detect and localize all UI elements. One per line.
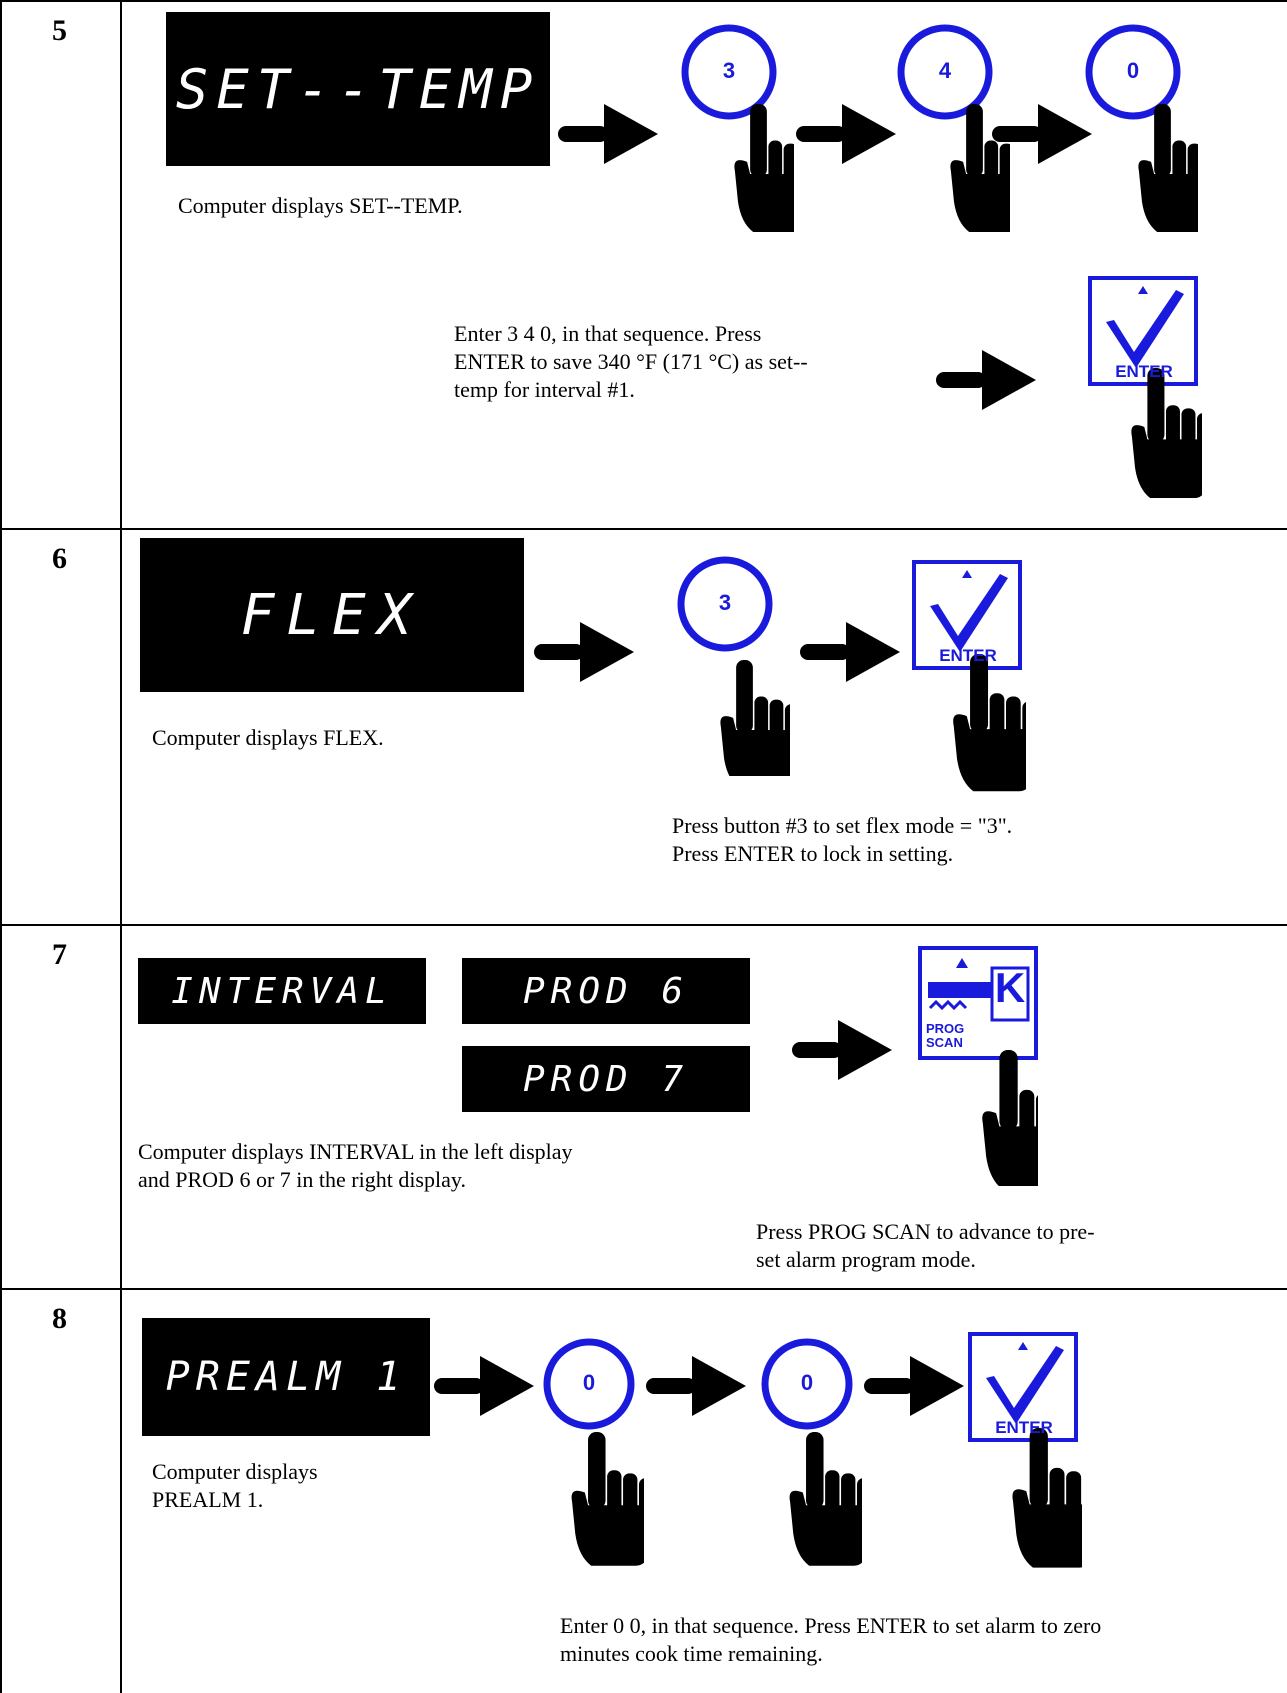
step-instruction: Press PROG SCAN to advance to pre- set a…	[756, 1218, 1236, 1274]
pointing-hand-icon	[720, 660, 790, 776]
arrow-right-icon	[790, 1020, 894, 1080]
prog-scan-label: PROG SCAN	[926, 1022, 964, 1050]
lcd-display-left: INTERVAL	[138, 958, 426, 1024]
step-caption: Computer displays PREALM 1.	[152, 1458, 452, 1514]
step-number: 8	[52, 1302, 67, 1335]
arrow-right-icon	[432, 1356, 536, 1416]
button-label: 4	[938, 58, 952, 83]
button-ring-icon	[543, 1338, 635, 1430]
caption-line: and PROD 6 or 7 in the right display.	[138, 1167, 466, 1192]
instruction-line: set alarm program mode.	[756, 1247, 976, 1272]
key-letter: K	[994, 964, 1026, 1011]
lcd-display-right-bottom: PROD 7	[462, 1046, 750, 1112]
pointing-hand-icon	[1138, 104, 1198, 244]
step-caption: Computer displays FLEX.	[152, 725, 384, 750]
pointing-hand-icon	[1012, 1428, 1082, 1570]
row-divider	[0, 528, 1287, 530]
caption-line: PREALM 1.	[152, 1487, 264, 1512]
enter-label: ENTER	[995, 1418, 1053, 1437]
pointing-hand-icon	[1131, 368, 1202, 498]
step-number: 7	[52, 938, 67, 971]
instruction-line: ENTER to save 340 °F (171 °C) as set--	[454, 349, 808, 374]
instruction-line: Press PROG SCAN to advance to pre-	[756, 1219, 1095, 1244]
prog-scan-button[interactable]: K PROG SCAN	[918, 946, 1038, 1186]
scan-label: SCAN	[926, 1035, 963, 1050]
step-number: 5	[52, 14, 67, 47]
instruction-line: Enter 0 0, in that sequence. Press ENTER…	[560, 1613, 1102, 1638]
instruction-line: Press button #3 to set flex mode = "3".	[672, 813, 1013, 838]
enter-button[interactable]: ENTER	[966, 1330, 1082, 1570]
step-instruction: Enter 3 4 0, in that sequence. Press ENT…	[454, 320, 914, 404]
enter-label: ENTER	[939, 646, 997, 665]
table-left-border	[0, 0, 2, 1693]
enter-button[interactable]: ENTER	[1086, 274, 1202, 498]
instruction-line: Enter 3 4 0, in that sequence. Press	[454, 321, 762, 346]
step-number: 6	[52, 542, 67, 575]
caption-line: Computer displays	[152, 1459, 318, 1484]
caption-line: Computer displays INTERVAL in the left d…	[138, 1139, 573, 1164]
button-label: 0	[582, 1370, 596, 1395]
lcd-display: PREALM 1	[142, 1318, 430, 1436]
table-top-border	[0, 0, 1287, 2]
lcd-display: FLEX	[140, 538, 524, 692]
button-ring-icon	[681, 24, 777, 120]
pointing-hand-icon	[953, 654, 1026, 794]
numeric-button-0[interactable]: 0	[1068, 24, 1198, 244]
pointing-hand-icon	[734, 104, 794, 244]
instruction-line: Press ENTER to lock in setting.	[672, 841, 954, 866]
prog-label: PROG	[926, 1021, 965, 1036]
step-instruction: Enter 0 0, in that sequence. Press ENTER…	[560, 1612, 1260, 1668]
arrow-right-icon	[862, 1356, 966, 1416]
arrow-right-icon	[532, 622, 636, 682]
arrow-right-icon	[644, 1356, 748, 1416]
arrow-right-icon	[934, 350, 1038, 410]
instruction-line: minutes cook time remaining.	[560, 1641, 823, 1666]
numeric-button-0[interactable]: 0	[534, 1336, 644, 1566]
numeric-button-3[interactable]: 3	[664, 24, 794, 244]
lcd-display-right-top: PROD 6	[462, 958, 750, 1024]
prog-scan-key-icon	[918, 946, 1038, 1060]
row-divider	[0, 924, 1287, 926]
button-label: 3	[722, 58, 736, 83]
numeric-button-3[interactable]: 3	[660, 556, 790, 776]
table-column-divider	[120, 0, 122, 1693]
enter-button[interactable]: ENTER	[910, 558, 1026, 794]
pointing-hand-icon	[982, 1050, 1038, 1186]
button-ring-icon	[677, 556, 773, 652]
arrow-right-icon	[798, 622, 902, 682]
enter-label: ENTER	[1115, 362, 1173, 381]
numeric-button-0[interactable]: 0	[752, 1336, 862, 1566]
lcd-display: SET--TEMP	[166, 12, 550, 166]
instruction-line: temp for interval #1.	[454, 377, 635, 402]
button-label: 3	[718, 590, 732, 615]
arrow-right-icon	[556, 104, 660, 164]
step-caption: Computer displays SET--TEMP.	[178, 193, 463, 218]
pointing-hand-icon	[572, 1432, 644, 1566]
step-instruction: Press button #3 to set flex mode = "3". …	[672, 812, 1232, 868]
pointing-hand-icon	[790, 1432, 862, 1566]
step-caption: Computer displays INTERVAL in the left d…	[138, 1138, 758, 1194]
button-ring-icon	[1085, 24, 1181, 120]
button-ring-icon	[897, 24, 993, 120]
button-ring-icon	[761, 1338, 853, 1430]
row-divider	[0, 1288, 1287, 1290]
button-label: 0	[1126, 58, 1140, 83]
numeric-button-4[interactable]: 4	[880, 24, 1010, 244]
button-label: 0	[800, 1370, 814, 1395]
